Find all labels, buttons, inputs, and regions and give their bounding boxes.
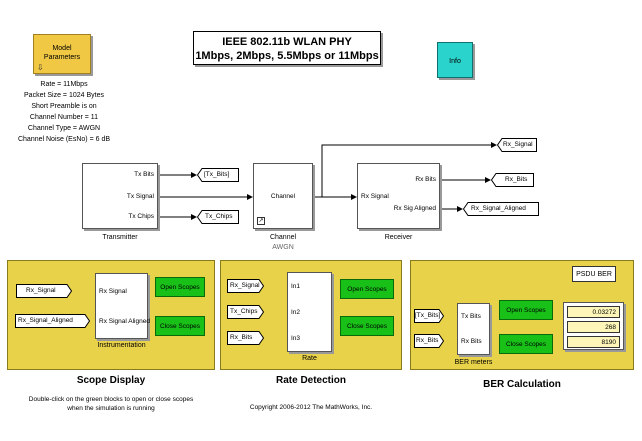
ber-calculation-title: BER Calculation: [483, 379, 561, 390]
tag-shape: [196, 210, 239, 224]
rate-detection-title: Rate Detection: [275, 375, 346, 386]
scope-note-line-2: when the simulation is running: [67, 405, 155, 412]
info-block[interactable]: Info: [437, 42, 473, 78]
scope-note-line-1: Double-click on the green blocks to open…: [28, 396, 194, 403]
ber-meters-name: BER meters: [454, 359, 493, 366]
from-tx-bits-ber[interactable]: [Tx_Bits]: [414, 309, 445, 323]
from-tx-chips-rate[interactable]: Tx_Chips: [227, 305, 265, 319]
model-parameters-block[interactable]: Model Parameters ⇩: [33, 34, 91, 74]
from-rx-signal-aligned-scope-label: Rx_Signal_Aligned: [18, 316, 73, 324]
transmitter-block[interactable]: Tx Bits Tx Signal Tx Chips: [82, 163, 158, 229]
tag-shape: [227, 305, 265, 319]
info-label: Info: [449, 58, 461, 65]
ber-display-value-2: 268: [567, 321, 620, 333]
from-rx-signal-aligned-scope[interactable]: Rx_Signal_Aligned: [15, 314, 91, 328]
tag-shape: [196, 168, 239, 182]
tag-shape: [16, 284, 73, 298]
rate-name: Rate: [302, 355, 317, 362]
copyright: Copyright 2006-2012 The MathWorks, Inc.: [249, 404, 373, 411]
rx-bits-port: Rx Bits: [415, 176, 436, 183]
psdu-ber-label: PSDU BER: [576, 271, 612, 278]
tag-shape: [496, 138, 537, 152]
title-block: IEEE 802.11b WLAN PHY 1Mbps, 2Mbps, 5.5M…: [193, 31, 381, 65]
channel-block[interactable]: Channel ↗: [253, 163, 313, 229]
from-rx-signal-rate-label: Rx_Signal: [230, 281, 260, 289]
instrumentation-port-2: Rx Signal Aligned: [99, 318, 150, 325]
goto-tx-bits-label: [Tx_Bits]: [204, 170, 230, 178]
tag-shape: [414, 334, 445, 348]
model-parameters-label-1: Model: [52, 45, 72, 52]
ber-display-value-1: 0.03272: [567, 306, 620, 318]
param-rate: Rate = 11Mbps: [40, 81, 88, 88]
channel-name: Channel: [269, 234, 297, 241]
ber-display-value-3: 8190: [567, 336, 620, 348]
from-rx-signal-rate[interactable]: Rx_Signal: [227, 279, 265, 293]
receiver-block[interactable]: Rx Signal Rx Bits Rx Sig Aligned: [357, 163, 440, 229]
title-line-2: 1Mbps, 2Mbps, 5.5Mbps or 11Mbps: [195, 50, 379, 62]
tag-shape: [462, 202, 539, 216]
ber-meters-block[interactable]: Tx Bits Rx Bits: [457, 303, 490, 355]
tx-chips-port: Tx Chips: [128, 213, 154, 220]
from-rx-bits-rate[interactable]: Rx_Bits: [227, 331, 265, 345]
rate-close-scopes-button[interactable]: Close Scopes: [340, 316, 394, 336]
title-line-1: IEEE 802.11b WLAN PHY: [222, 36, 352, 48]
instrumentation-port-1: Rx Signal: [99, 288, 127, 295]
goto-rx-signal-label: Rx_Signal: [503, 140, 533, 148]
psdu-ber-label-box: PSDU BER: [572, 266, 616, 282]
instrumentation-block[interactable]: Rx Signal Rx Signal Aligned: [95, 273, 150, 339]
from-rx-signal-scope[interactable]: Rx_Signal: [16, 284, 73, 298]
ber-port-1: Tx Bits: [461, 313, 481, 320]
scope-display-title: Scope Display: [76, 375, 146, 386]
arrow-down-icon: ⇩: [37, 63, 44, 72]
param-channel-number: Channel Number = 11: [29, 114, 99, 121]
rate-open-scopes-button[interactable]: Open Scopes: [340, 279, 394, 299]
channel-link-icon: ↗: [257, 217, 265, 225]
rate-port-2: In2: [291, 309, 301, 316]
goto-tx-chips-label: Tx_Chips: [205, 212, 233, 220]
transmitter-name: Transmitter: [102, 234, 138, 241]
from-tx-bits-ber-label: [Tx_Bits]: [415, 311, 441, 319]
from-rx-bits-ber[interactable]: Rx_Bits: [414, 334, 445, 348]
tx-signal-port: Tx Signal: [126, 193, 154, 200]
tx-bits-port: Tx Bits: [134, 171, 154, 178]
goto-rx-bits[interactable]: Rx_Bits: [490, 173, 534, 187]
rate-port-3: In3: [291, 335, 301, 342]
scope-close-scopes-button[interactable]: Close Scopes: [155, 316, 205, 336]
scope-open-scopes-button[interactable]: Open Scopes: [155, 277, 205, 297]
ber-port-2: Rx Bits: [461, 338, 482, 345]
param-channel-type: Channel Type = AWGN: [27, 125, 101, 132]
rx-signal-port: Rx Signal: [361, 193, 389, 200]
channel-sublabel: AWGN: [272, 244, 294, 251]
goto-tx-chips[interactable]: Tx_Chips: [196, 210, 239, 224]
goto-rx-bits-label: Rx_Bits: [505, 175, 528, 183]
tag-shape: [490, 173, 534, 187]
goto-rx-signal[interactable]: Rx_Signal: [496, 138, 537, 152]
instrumentation-name: Instrumentation: [97, 342, 146, 349]
rate-port-1: In1: [291, 283, 301, 290]
tag-shape: [227, 279, 265, 293]
param-channel-noise: Channel Noise (EsNo) = 6 dB: [17, 136, 111, 143]
tag-shape: [15, 314, 91, 328]
param-packet-size: Packet Size = 1024 Bytes: [24, 92, 104, 99]
ber-open-scopes-button[interactable]: Open Scopes: [499, 300, 553, 320]
model-parameters-label-2: Parameters: [43, 54, 81, 61]
rate-block[interactable]: In1 In2 In3: [287, 272, 332, 352]
goto-rx-signal-aligned-label: Rx_Signal_Aligned: [471, 204, 526, 212]
tag-shape: [414, 309, 445, 323]
channel-block-label: Channel: [270, 193, 296, 200]
param-preamble: Short Preamble is on: [31, 103, 97, 110]
goto-tx-bits[interactable]: [Tx_Bits]: [196, 168, 239, 182]
goto-rx-signal-aligned[interactable]: Rx_Signal_Aligned: [462, 202, 539, 216]
ber-close-scopes-button[interactable]: Close Scopes: [499, 334, 553, 354]
receiver-name: Receiver: [384, 234, 413, 241]
from-rx-bits-ber-label: Rx_Bits: [416, 336, 439, 344]
from-tx-chips-rate-label: Tx_Chips: [230, 307, 258, 315]
rx-sig-aligned-port: Rx Sig Aligned: [393, 205, 436, 212]
tag-shape: [227, 331, 265, 345]
from-rx-signal-scope-label: Rx_Signal: [26, 286, 56, 294]
from-rx-bits-rate-label: Rx_Bits: [230, 333, 253, 341]
